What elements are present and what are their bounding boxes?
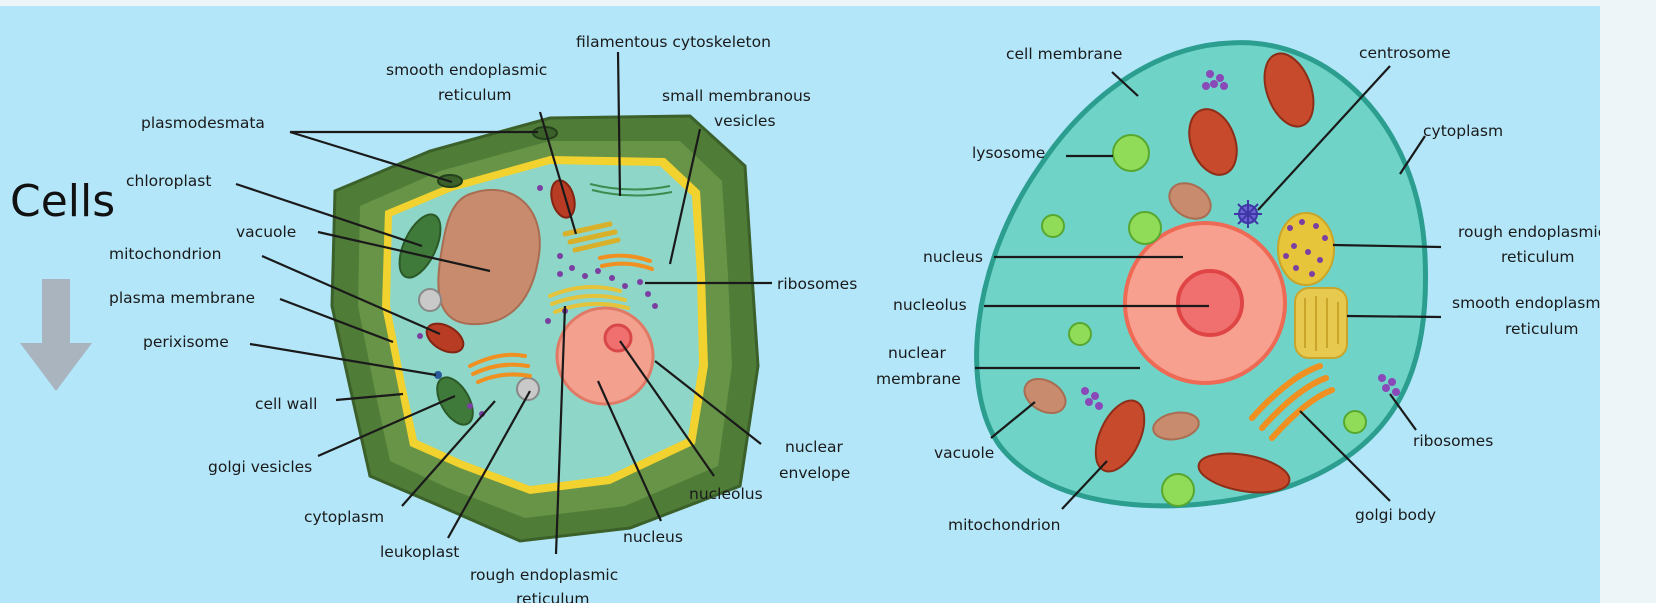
label-filamentous-cytoskeleton: filamentous cytoskeleton: [576, 33, 771, 51]
label-ribosomes: ribosomes: [777, 275, 857, 293]
label-vacuole: vacuole: [236, 223, 296, 241]
plant-cell: [332, 116, 758, 541]
label-animal-vacuole: vacuole: [934, 444, 994, 462]
label-golgi-body: golgi body: [1355, 506, 1436, 524]
label-chloroplast: chloroplast: [126, 172, 211, 190]
label-mitochondrion: mitochondrion: [109, 245, 221, 263]
animal-rough-er: [1278, 213, 1334, 285]
label-small-vesicles-line2: vesicles: [714, 112, 776, 130]
animal-nucleolus: [1178, 271, 1242, 335]
label-nuclear-membrane-line1: nuclear: [888, 344, 947, 362]
label-lysosome: lysosome: [972, 144, 1045, 162]
label-perixisome: perixisome: [143, 333, 229, 351]
plant-leukoplast-2: [419, 289, 441, 311]
label-animal-smooth-er-line2: reticulum: [1505, 320, 1579, 338]
cell-diagrams: filamentous cytoskeleton smooth endoplas…: [0, 6, 1600, 603]
label-centrosome: centrosome: [1359, 44, 1451, 62]
plant-nucleus: [557, 308, 653, 404]
label-animal-mitochondrion: mitochondrion: [948, 516, 1060, 534]
label-animal-cytoplasm: cytoplasm: [1423, 122, 1503, 140]
label-cytoplasm: cytoplasm: [304, 508, 384, 526]
label-plasmodesmata: plasmodesmata: [141, 114, 265, 132]
animal-lysosome: [1113, 135, 1149, 171]
label-nuclear-envelope-line1: nuclear: [785, 438, 844, 456]
animal-lysosome-6: [1344, 411, 1366, 433]
label-cell-membrane: cell membrane: [1006, 45, 1122, 63]
label-animal-rough-er-line1: rough endoplasmic: [1458, 223, 1600, 241]
label-plasma-membrane: plasma membrane: [109, 289, 255, 307]
animal-smooth-er: [1295, 288, 1347, 358]
label-nucleus: nucleus: [623, 528, 683, 546]
label-cell-wall: cell wall: [255, 395, 317, 413]
label-nuclear-membrane-line2: membrane: [876, 370, 961, 388]
label-animal-rough-er-line2: reticulum: [1501, 248, 1575, 266]
animal-lysosome-4: [1069, 323, 1091, 345]
animal-lysosome-2: [1042, 215, 1064, 237]
label-rough-er-line2: reticulum: [516, 590, 590, 603]
animal-lysosome-3: [1129, 212, 1161, 244]
label-rough-er-line1: rough endoplasmic: [470, 566, 618, 584]
plant-nucleolus: [605, 325, 631, 351]
label-animal-smooth-er-line1: smooth endoplasmic: [1452, 294, 1600, 312]
animal-lysosome-5: [1162, 474, 1194, 506]
label-animal-ribosomes: ribosomes: [1413, 432, 1493, 450]
animal-centrosome: [1234, 200, 1262, 228]
animal-cell: [977, 43, 1426, 506]
label-golgi-vesicles: golgi vesicles: [208, 458, 312, 476]
label-small-vesicles-line1: small membranous: [662, 87, 811, 105]
label-smooth-er-line2: reticulum: [438, 86, 512, 104]
label-smooth-er-line1: smooth endoplasmic: [386, 61, 547, 79]
label-animal-nucleolus: nucleolus: [893, 296, 967, 314]
label-leukoplast: leukoplast: [380, 543, 459, 561]
label-animal-nucleus: nucleus: [923, 248, 983, 266]
label-nucleolus: nucleolus: [689, 485, 763, 503]
label-nuclear-envelope-line2: envelope: [779, 464, 850, 482]
slide: Cells: [0, 6, 1600, 603]
